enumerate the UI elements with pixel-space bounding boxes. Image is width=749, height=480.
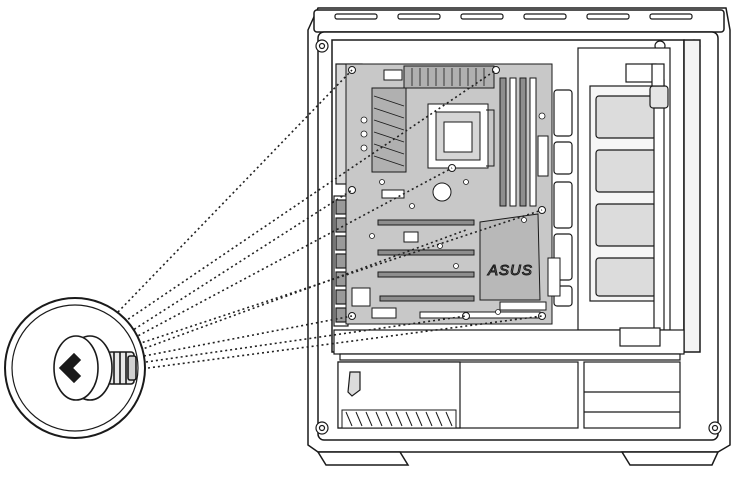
ssd-slot — [595, 257, 657, 297]
case-foot-right — [620, 451, 720, 466]
psu-unit — [583, 361, 681, 429]
pcie-slot — [377, 249, 475, 256]
socket-lever — [486, 109, 495, 167]
chipset-heatsink — [479, 213, 541, 301]
case-front-panel — [683, 39, 701, 353]
vrm-heatsink-top — [403, 65, 495, 89]
atx-power-connector — [537, 135, 549, 177]
case-top-panel — [313, 9, 725, 33]
screw-callout — [4, 297, 146, 439]
standoff-screw — [538, 312, 546, 320]
top-vent-slots — [334, 13, 693, 20]
eps-connector — [383, 69, 403, 81]
ssd-slot — [595, 149, 657, 193]
pcie-slot — [377, 219, 475, 226]
standoff-screw — [462, 312, 470, 320]
pcie-slots — [377, 219, 475, 302]
ram-slot — [509, 77, 517, 207]
board-brand-logo: ASUS — [487, 262, 533, 279]
bottom-vent — [341, 409, 457, 429]
callout-leader-lines — [117, 69, 543, 369]
screw-icon — [53, 335, 137, 401]
ram-slot — [499, 77, 507, 207]
vrm-heatsink-left — [371, 87, 407, 173]
standoff-screw — [348, 66, 356, 74]
ssd-slot — [595, 95, 657, 139]
pcie-slot — [377, 271, 475, 278]
cooling-tube — [653, 79, 665, 331]
pcie-slot — [379, 295, 475, 302]
motherboard: ASUS — [345, 63, 561, 325]
drive-bay-area — [553, 47, 671, 331]
cmos-battery — [351, 287, 371, 307]
ssd-slot — [595, 203, 657, 247]
ram-slots — [499, 77, 537, 207]
psu-bracket — [347, 371, 361, 397]
case-foot-left — [316, 451, 410, 466]
ram-slot — [519, 77, 527, 207]
m2-heatsink-cap — [432, 182, 452, 202]
ram-slot — [529, 77, 537, 207]
psu-shroud — [333, 327, 685, 429]
tube-fitting — [649, 85, 669, 109]
